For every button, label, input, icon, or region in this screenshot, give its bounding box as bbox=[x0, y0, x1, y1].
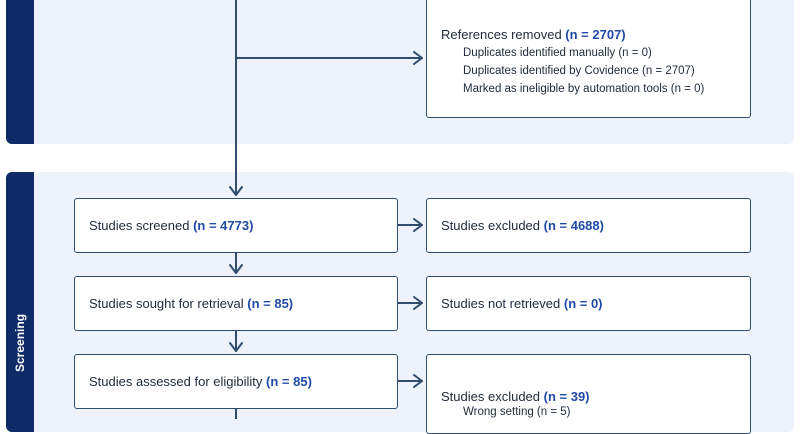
identification-side-bar bbox=[6, 0, 34, 144]
studies-assessed-count: (n = 85) bbox=[266, 374, 312, 389]
assessed-to-excluded-arrowhead bbox=[413, 374, 423, 388]
studies-not-retrieved-box: Studies not retrieved (n = 0) bbox=[426, 276, 751, 331]
studies-assessed-box: Studies assessed for eligibility (n = 85… bbox=[74, 354, 398, 409]
flow-arrows bbox=[229, 0, 423, 419]
sought-to-assessed-arrowhead bbox=[229, 342, 243, 352]
studies-screened-count: (n = 4773) bbox=[193, 218, 254, 233]
studies-excluded-count: (n = 4688) bbox=[543, 218, 604, 233]
exclusion-reason-wrong-setting: Wrong setting (n = 5) bbox=[463, 406, 571, 418]
screened-to-excluded-arrowhead bbox=[413, 218, 423, 232]
screening-side-bar bbox=[6, 172, 34, 432]
studies-excluded-box: Studies excluded (n = 4688) bbox=[426, 198, 751, 253]
studies-screened-box: Studies screened (n = 4773) bbox=[74, 198, 398, 253]
studies-sought-count: (n = 85) bbox=[247, 296, 294, 311]
studies-screened-label: Studies screened bbox=[89, 218, 190, 233]
references-removed-count: (n = 2707) bbox=[565, 27, 626, 42]
removal-reason-covidence: Duplicates identified by Covidence (n = … bbox=[463, 65, 695, 77]
references-removed-box: References removed (n = 2707) Duplicates… bbox=[426, 0, 751, 118]
screened-to-sought-arrowhead bbox=[229, 264, 243, 274]
sought-to-not-retrieved-arrowhead bbox=[413, 296, 423, 310]
removal-reason-automation: Marked as ineligible by automation tools… bbox=[463, 83, 705, 95]
studies-excluded-reasons-count: (n = 39) bbox=[543, 389, 590, 404]
removal-reason-manual: Duplicates identified manually (n = 0) bbox=[463, 47, 652, 59]
studies-not-retrieved-count: (n = 0) bbox=[563, 296, 603, 311]
studies-excluded-reasons-heading: Studies excluded (n = 39) bbox=[441, 389, 742, 404]
branch-removed-arrowhead bbox=[413, 51, 423, 65]
studies-assessed-label: Studies assessed for eligibility bbox=[89, 374, 263, 389]
studies-sought-label: Studies sought for retrieval bbox=[89, 296, 244, 311]
studies-sought-box: Studies sought for retrieval (n = 85) bbox=[74, 276, 398, 331]
references-removed-heading: References removed (n = 2707) bbox=[441, 27, 742, 42]
references-removed-label: References removed bbox=[441, 27, 562, 42]
studies-excluded-reasons-label: Studies excluded bbox=[441, 389, 541, 404]
studies-excluded-label: Studies excluded bbox=[441, 218, 541, 233]
trunk-arrowhead bbox=[229, 186, 243, 196]
studies-not-retrieved-label: Studies not retrieved bbox=[441, 296, 561, 311]
